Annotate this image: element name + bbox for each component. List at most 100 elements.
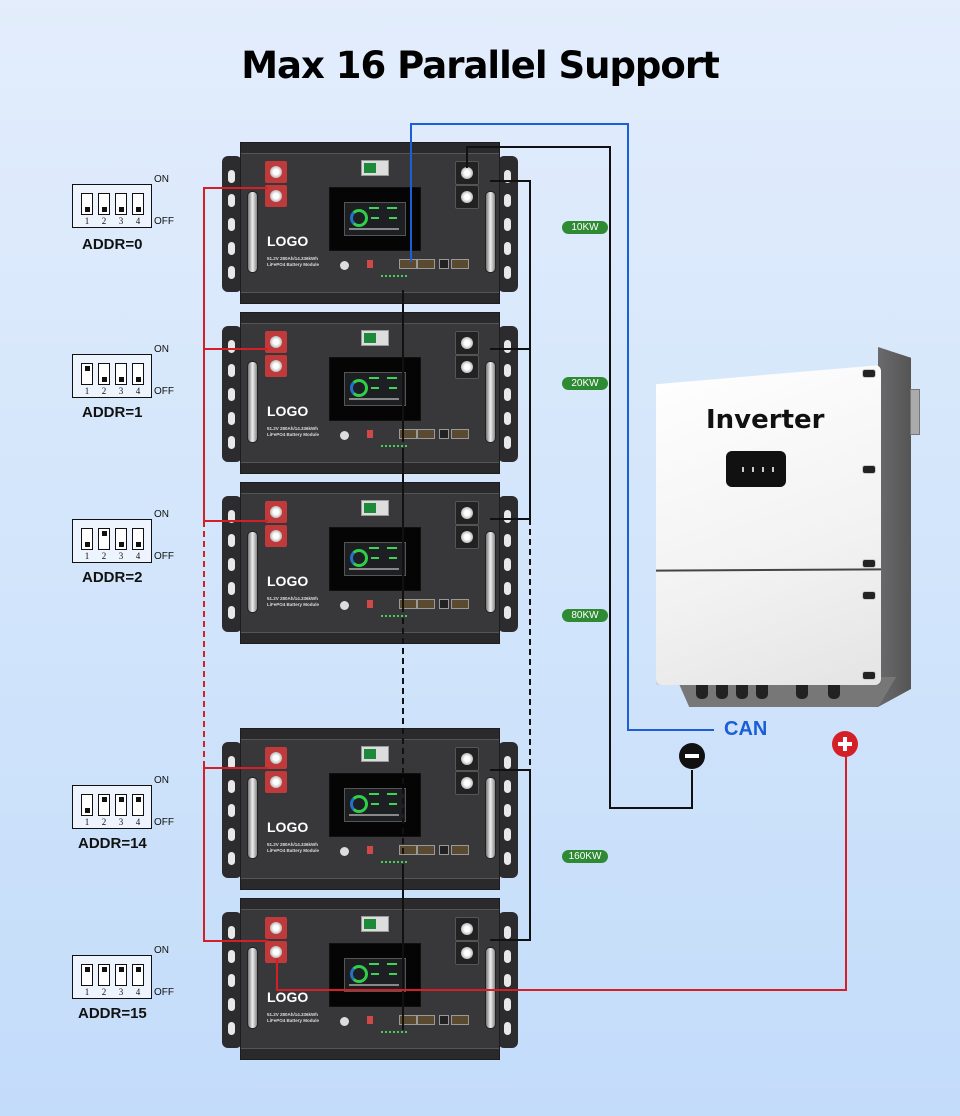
power-badge-10kw: 10KW (562, 221, 608, 234)
dip-toggle (98, 528, 110, 550)
negative-terminal (455, 185, 479, 209)
positive-terminal (265, 185, 287, 207)
on-label: ON (154, 344, 169, 355)
mount-ear (222, 742, 242, 878)
power-badge-80kw: 80KW (562, 609, 608, 622)
positive-terminal (265, 525, 287, 547)
reset-button (340, 847, 349, 856)
usb-port (439, 599, 449, 609)
negative-terminal (455, 501, 479, 525)
positive-terminal (265, 941, 287, 963)
dip-toggle (81, 193, 93, 215)
dip-toggle (115, 528, 127, 550)
bms-screen (329, 187, 421, 251)
dip-number: 3 (118, 551, 124, 561)
off-label: OFF (154, 216, 174, 227)
dip-toggle (115, 964, 127, 986)
negative-terminal (455, 917, 479, 941)
dip-toggle (115, 193, 127, 215)
handle (485, 531, 496, 613)
rs485-port (399, 429, 417, 439)
mount-ear (498, 496, 518, 632)
reset-button (340, 601, 349, 610)
address-dip (367, 260, 373, 268)
dip-toggle (81, 528, 93, 550)
link-port (451, 429, 469, 439)
power-switch (361, 916, 389, 932)
reset-button (340, 431, 349, 440)
handle (485, 777, 496, 859)
dip-number: 4 (135, 386, 141, 396)
address-label: ADDR=14 (78, 835, 147, 852)
address-label: ADDR=0 (82, 236, 143, 253)
power-switch (361, 330, 389, 346)
inverter-latch (862, 559, 876, 568)
cable-gland (696, 685, 708, 699)
bms-screen (329, 773, 421, 837)
inverter-latch (862, 671, 876, 680)
power-badge-160kw: 160KW (562, 850, 608, 863)
dip-toggle (115, 363, 127, 385)
can-port (417, 429, 435, 439)
dip-number: 3 (118, 216, 124, 226)
handle (247, 777, 258, 859)
inverter-side-panel (878, 347, 911, 707)
dip-number: 2 (101, 386, 107, 396)
positive-terminal (265, 161, 287, 183)
address-label: ADDR=2 (82, 569, 143, 586)
cable-gland (828, 685, 840, 699)
reset-button (340, 1017, 349, 1026)
brand-logo: LOGO (267, 819, 309, 835)
handle (485, 361, 496, 443)
rs485-port (399, 845, 417, 855)
on-label: ON (154, 174, 169, 185)
dip-number: 1 (84, 817, 90, 827)
inverter-latch (862, 591, 876, 600)
mount-ear (222, 912, 242, 1048)
dip-toggle (132, 193, 144, 215)
bms-screen (329, 943, 421, 1007)
mount-ear (498, 326, 518, 462)
on-label: ON (154, 945, 169, 956)
dip-toggle (81, 794, 93, 816)
address-dip (367, 1016, 373, 1024)
dip-number: 2 (101, 987, 107, 997)
dip-number: 1 (84, 216, 90, 226)
dip-toggle (81, 363, 93, 385)
negative-terminal (455, 161, 479, 185)
link-port (451, 845, 469, 855)
inverter-latch (862, 369, 876, 378)
dip-toggle (98, 964, 110, 986)
dip-number: 1 (84, 551, 90, 561)
positive-terminal (265, 355, 287, 377)
can-port (417, 845, 435, 855)
power-switch (361, 500, 389, 516)
negative-terminal (455, 355, 479, 379)
brand-logo: LOGO (267, 403, 309, 419)
dip-number: 4 (135, 987, 141, 997)
power-badge-20kw: 20KW (562, 377, 608, 390)
cable-gland (796, 685, 808, 699)
off-label: OFF (154, 987, 174, 998)
inverter-mount-bracket (910, 389, 920, 435)
negative-terminal (455, 747, 479, 771)
can-port (417, 1015, 435, 1025)
link-port (451, 599, 469, 609)
page-title: Max 16 Parallel Support (241, 44, 720, 87)
bms-screen (329, 527, 421, 591)
negative-terminal (455, 331, 479, 355)
mount-ear (222, 156, 242, 292)
handle (485, 947, 496, 1029)
